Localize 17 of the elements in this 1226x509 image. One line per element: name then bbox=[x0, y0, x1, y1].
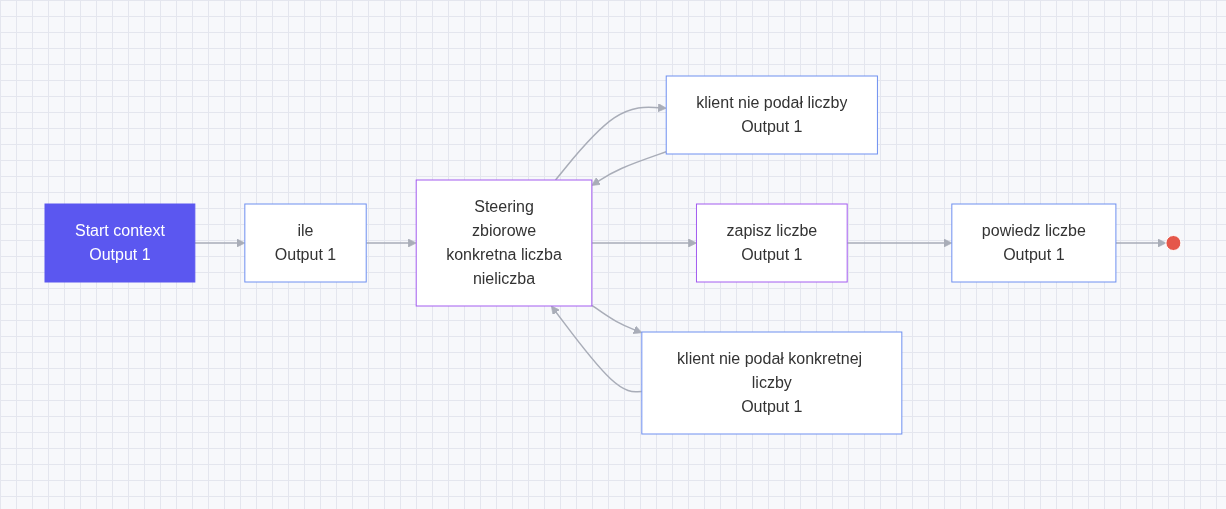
arrow bbox=[591, 238, 697, 247]
arrow bbox=[365, 238, 417, 247]
node-box: Start context Output 1 bbox=[44, 203, 196, 282]
node-box: ile Output 1 bbox=[244, 203, 367, 282]
arrow bbox=[554, 102, 667, 181]
arrow bbox=[591, 304, 643, 334]
node-box: klient nie podał liczby Output 1 bbox=[665, 75, 878, 154]
arrow bbox=[551, 305, 643, 392]
node-box: klient nie podał konkretnej liczby Output 1 bbox=[641, 331, 903, 434]
node-box: powiedz liczbe Output 1 bbox=[951, 203, 1117, 282]
arrow bbox=[591, 150, 667, 186]
node-circle bbox=[1165, 234, 1182, 251]
arrow bbox=[194, 238, 246, 247]
node-box: Steering zbiorowe konkretna liczba nieliczba bbox=[415, 179, 593, 306]
node-box: zapisz liczbe Output 1 bbox=[696, 203, 848, 282]
arrow bbox=[846, 238, 953, 247]
arrow bbox=[1115, 238, 1167, 247]
